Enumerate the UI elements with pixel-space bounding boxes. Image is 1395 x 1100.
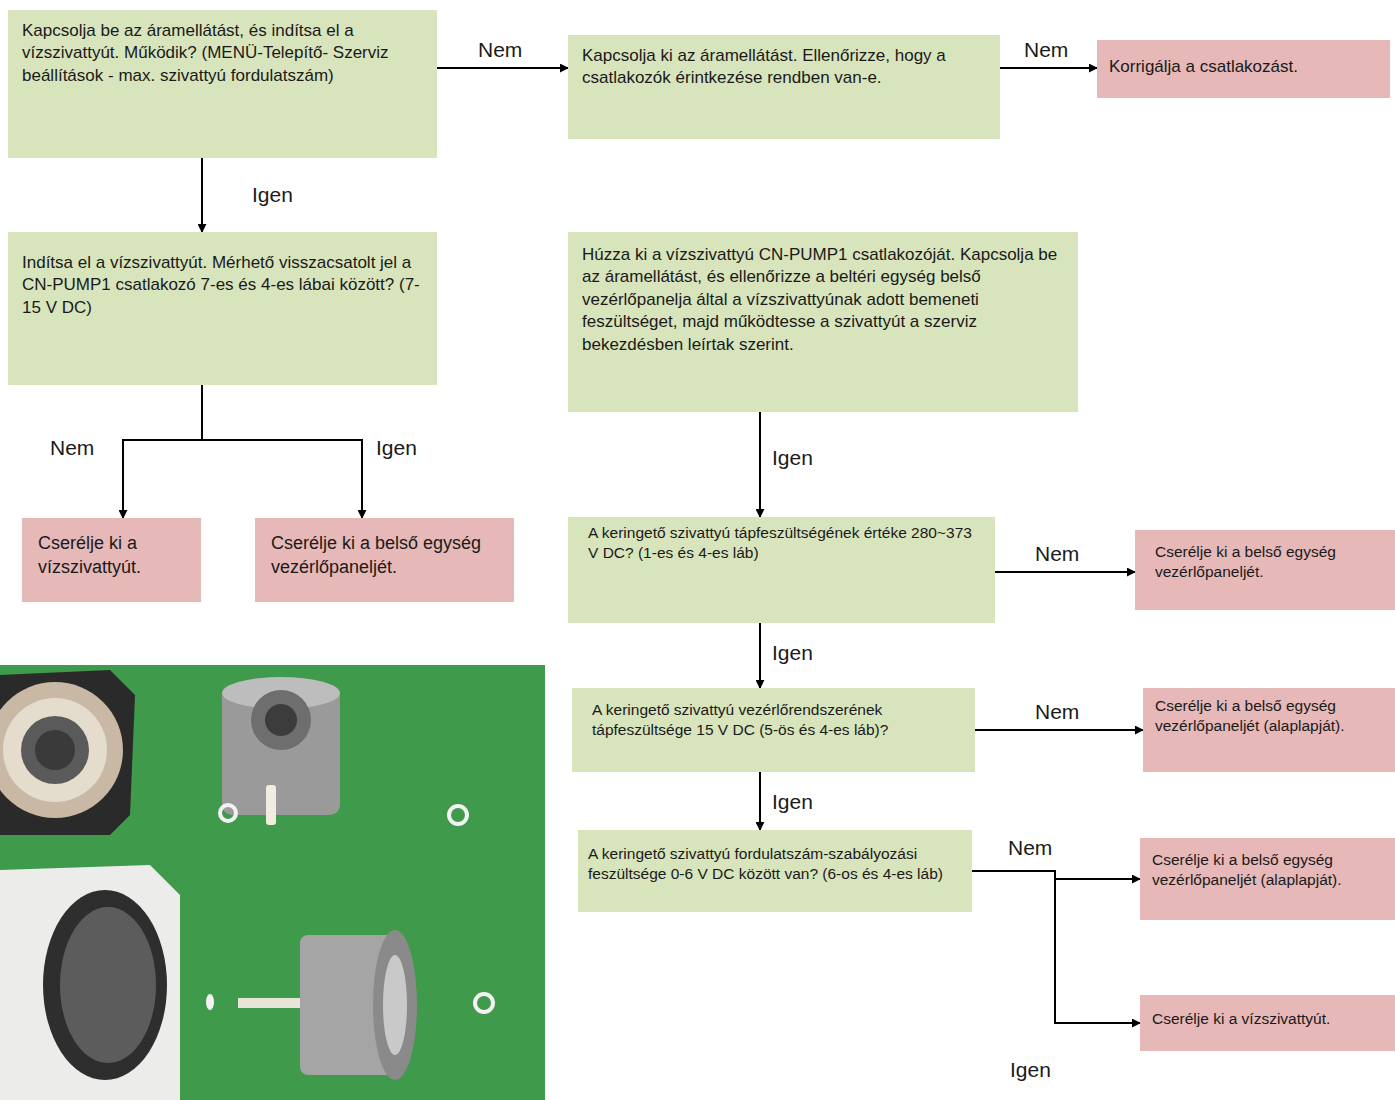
process-box: Kapcsolja ki az áramellátást. Ellenőrizz…: [568, 35, 1000, 139]
action-box: Cserélje ki a belső egység vezérlőpanelj…: [1140, 838, 1395, 920]
branch-label: Nem: [1033, 542, 1081, 565]
branch-label: Igen: [250, 183, 295, 206]
flow-arrow: [1000, 67, 1097, 69]
branch-label: Nem: [1033, 700, 1081, 723]
flow-arrow: [202, 385, 362, 518]
process-box: Kapcsolja be az áramellátást, és indítsa…: [8, 10, 437, 158]
decision-box: A keringető szivattyú fordulatszám-szabá…: [578, 830, 972, 912]
box-text: Cserélje ki a belső egység vezérlőpanelj…: [1152, 850, 1383, 891]
washers-and-shafts: [206, 785, 493, 1012]
flow-arrow: [759, 412, 761, 517]
insulation-shell: [0, 865, 180, 1100]
rotor-can: [222, 677, 340, 815]
box-text: A keringető szivattyú tápfeszültségének …: [588, 523, 981, 564]
branch-label: Igen: [770, 790, 815, 813]
flow-arrow: [201, 158, 203, 232]
action-box: Cserélje ki a belső egység vezérlőpanelj…: [1135, 530, 1395, 610]
action-box: Cserélje ki a belső egység vezérlőpanelj…: [1143, 688, 1395, 772]
box-text: Kapcsolja ki az áramellátást. Ellenőrizz…: [582, 45, 986, 90]
process-box: Húzza ki a vízszivattyú CN-PUMP1 csatlak…: [568, 232, 1078, 412]
action-box: Korrigálja a csatlakozást.: [1097, 40, 1390, 98]
branch-label: Nem: [48, 436, 96, 459]
flow-arrow: [123, 385, 202, 518]
flow-arrow: [995, 571, 1135, 573]
pump-parts-photo: [0, 665, 545, 1100]
box-text: A keringető szivattyú fordulatszám-szabá…: [588, 844, 958, 885]
box-text: Cserélje ki a belső egység vezérlőpanelj…: [1155, 696, 1383, 737]
flow-arrow: [975, 729, 1143, 731]
flow-arrow: [972, 871, 1140, 1023]
branch-label: Nem: [1006, 836, 1054, 859]
box-text: Húzza ki a vízszivattyú CN-PUMP1 csatlak…: [582, 244, 1064, 356]
box-text: Cserélje ki a belső egység vezérlőpanelj…: [1155, 542, 1383, 583]
stator-impeller: [300, 930, 417, 1080]
box-text: Cserélje ki a vízszivattyút.: [38, 532, 189, 580]
action-box: Cserélje ki a belső egység vezérlőpanelj…: [255, 518, 514, 602]
branch-label: Igen: [770, 446, 815, 469]
photo-background: [0, 665, 545, 1100]
action-box: Cserélje ki a vízszivattyút.: [22, 518, 201, 602]
flow-arrow: [437, 67, 568, 69]
pump-housing: [0, 670, 135, 835]
branch-label: Igen: [1008, 1058, 1053, 1081]
box-text: Indítsa el a vízszivattyút. Mérhető viss…: [22, 252, 423, 319]
branch-label: Igen: [374, 436, 419, 459]
box-text: A keringető szivattyú vezérlőrendszeréne…: [592, 700, 961, 741]
action-box: Cserélje ki a vízszivattyút.: [1140, 995, 1395, 1051]
flow-arrow: [759, 772, 761, 830]
decision-box: A keringető szivattyú vezérlőrendszeréne…: [572, 688, 975, 772]
decision-box: A keringető szivattyú tápfeszültségének …: [568, 517, 995, 623]
box-text: Cserélje ki a belső egység vezérlőpanelj…: [271, 532, 502, 580]
box-text: Kapcsolja be az áramellátást, és indítsa…: [22, 20, 423, 87]
branch-label: Nem: [476, 38, 524, 61]
box-text: Cserélje ki a vízszivattyút.: [1152, 1009, 1383, 1029]
decision-box: Indítsa el a vízszivattyút. Mérhető viss…: [8, 232, 437, 385]
branch-label: Nem: [1022, 38, 1070, 61]
branch-label: Igen: [770, 641, 815, 664]
flow-arrow: [759, 623, 761, 688]
box-text: Korrigálja a csatlakozást.: [1109, 56, 1378, 78]
